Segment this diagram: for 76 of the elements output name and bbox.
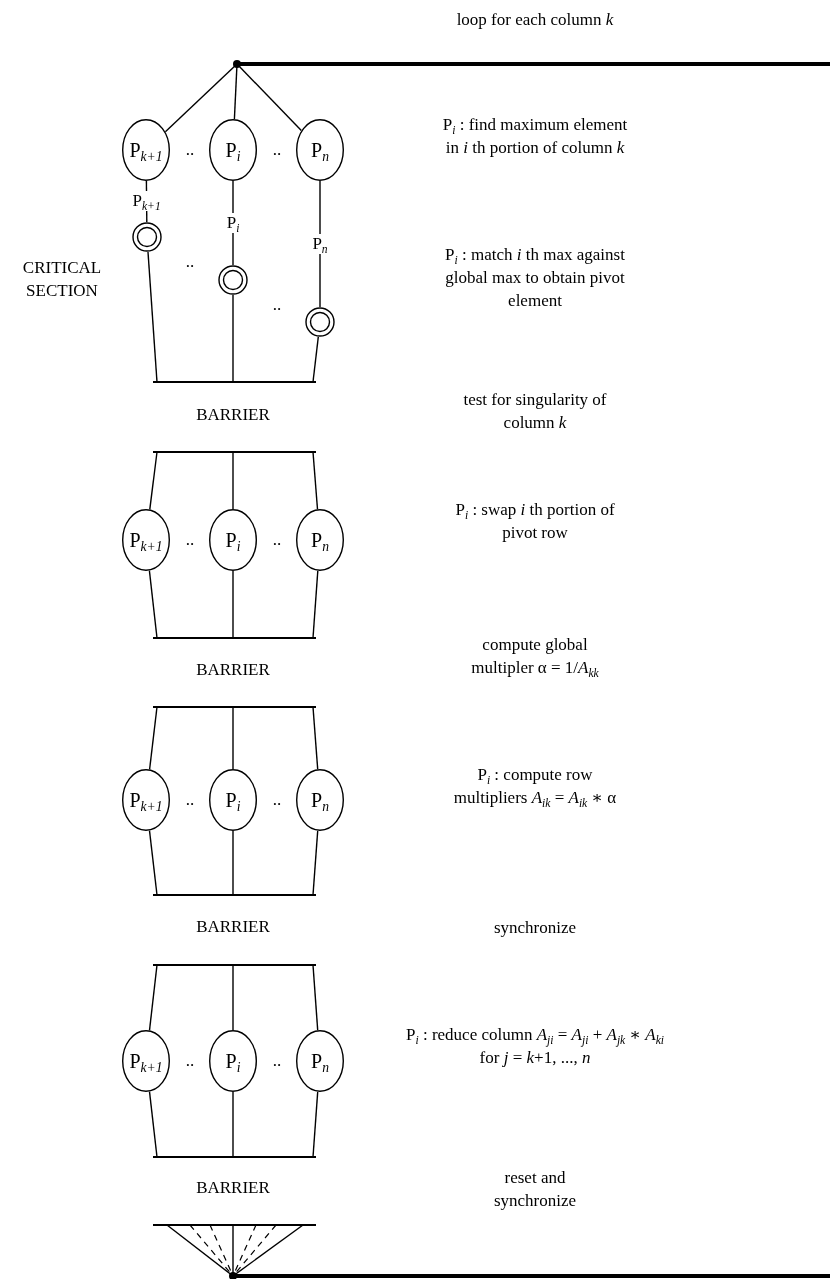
process-ellipse: P$_{n}$ [296,1030,344,1092]
ellipsis-mark: .. [271,529,283,551]
connector-line [312,570,319,639]
connector-line [312,706,319,770]
barrier-line [153,637,316,639]
connector-line [319,180,321,308]
connector-line [148,570,158,639]
step-note: test for singularity of column k [462,389,608,434]
edge-label: P$_{i}$ [225,213,241,233]
edge-label: P$_{k+1}$ [131,191,162,212]
connector-line [148,706,158,771]
step-note: P$_{i}$ : swap i th portion of pivot row [454,499,616,544]
critical-section-circle [218,265,248,295]
ellipsis-mark: .. [271,1050,283,1072]
junction-point [233,60,241,68]
junction-point [229,1272,237,1279]
connector-line [148,1091,158,1158]
ellipsis-mark: .. [271,294,283,316]
barrier-line [153,964,316,966]
connector-line [312,964,319,1031]
connector-line [149,451,158,511]
connector-line [312,1091,319,1158]
ellipsis-mark: .. [184,139,196,161]
step-note: compute global multipler α = 1/A$_{kk}$ [470,634,600,679]
connector-line [312,830,319,896]
critical-section-circle [132,222,162,252]
loop-label: loop for each column k [455,9,615,31]
process-ellipse: P$_{k+1}$ [122,509,170,571]
edge-label: P$_{n}$ [311,234,329,254]
process-ellipse: P$_{k+1}$ [122,1030,170,1092]
process-ellipse: P$_{i}$ [209,769,257,831]
barrier-line [153,381,316,383]
critical-section-circle [305,307,335,337]
ellipsis-mark: .. [184,529,196,551]
ellipsis-mark: .. [184,789,196,811]
process-ellipse: P$_{n}$ [296,119,344,181]
process-ellipse: P$_{i}$ [209,1030,257,1092]
connector-line [232,180,234,266]
process-ellipse: P$_{n}$ [296,769,344,831]
process-ellipse: P$_{i}$ [209,509,257,571]
step-note: P$_{i}$ : find maximum element in i th portion of column k [441,114,629,159]
barrier-label: BARRIER [195,404,271,426]
connector-line [232,830,234,896]
connector-line [232,706,234,770]
step-note: P$_{i}$ : reduce column A$_{ji}$ = A$_{ji}$ + A$_{jk}$ ∗ A$_{ki}$ for j = k+1, ..., n [405,1024,665,1069]
ellipsis-mark: .. [271,139,283,161]
connector-line [232,294,234,383]
connector-line [148,830,158,896]
connector-line [147,251,158,383]
barrier-label: BARRIER [195,659,271,681]
process-ellipse: P$_{i}$ [209,119,257,181]
step-note: P$_{i}$ : match i th max against global max to obtain pivot element [444,244,626,312]
barrier-label: BARRIER [195,916,271,938]
process-ellipse: P$_{k+1}$ [122,769,170,831]
connector-line [232,1091,234,1158]
connector-line [148,964,158,1031]
step-note: reset and synchronize [492,1167,578,1212]
connector-line [232,451,234,510]
barrier-label: BARRIER [195,1177,271,1199]
ellipsis-mark: .. [184,251,196,273]
barrier-line [153,706,316,708]
connector-line [312,336,319,383]
barrier-line [153,1156,316,1158]
step-note: synchronize [492,917,578,939]
connector-line [232,964,234,1031]
step-note: P$_{i}$ : compute row multipliers A$_{ik}$ = A$_{ik}$ ∗ α [452,764,618,809]
ellipsis-mark: .. [271,789,283,811]
barrier-line [153,894,316,896]
ellipsis-mark: .. [184,1050,196,1072]
process-ellipse: P$_{k+1}$ [122,119,170,181]
barrier-line [153,451,316,453]
section-label: CRITICAL SECTION [21,257,103,302]
connector-line [312,451,319,510]
connector-line [232,570,234,639]
barrier-line [153,1224,316,1226]
process-ellipse: P$_{n}$ [296,509,344,571]
